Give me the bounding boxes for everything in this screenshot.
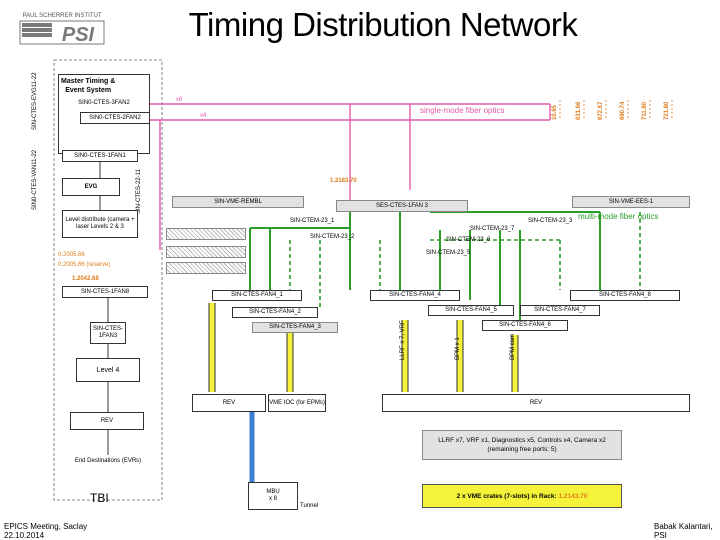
pos-label-3: 0.2005.66 (reserve): [58, 262, 111, 268]
box-fan2-b: SIN0-CTES-2FAN2: [80, 112, 150, 124]
master-line1: Master Timing &: [61, 78, 116, 85]
x8-label: x8: [176, 97, 183, 103]
box-level4: Level 4: [76, 358, 140, 382]
ctem-2: SIN-CTEM-23_2: [310, 234, 355, 240]
gray-panel-line2: (remaining free ports: 5): [487, 446, 557, 453]
footer-left-line1: EPICS Meeting, Saclay: [4, 522, 88, 531]
ctem-r1: SIN-CTEM-23_7: [470, 226, 515, 232]
pos-label-4: 1.2042.68: [72, 276, 99, 282]
box-ses-fan3: SES-CTES-1FAN 3: [336, 200, 468, 212]
ctem-3: SIN-CTEM-23_3: [528, 218, 573, 224]
mbu-label: MBU: [266, 489, 280, 495]
logo-mark: PSI: [62, 24, 95, 46]
llrf-label: LLRF x 7, VRF: [400, 320, 406, 360]
rotated-label-b: SIN0-CTES-VAN11-22: [32, 149, 38, 210]
box-rev-mid: REV: [192, 394, 266, 412]
box-fan-5: SIN-CTES-FAN4_5: [428, 305, 514, 316]
hatched-box-1: [166, 228, 246, 240]
ctem-r3: SIN-CTEM-23_5: [426, 250, 471, 256]
footer-right: Babak Kalantari, PSI: [654, 522, 713, 540]
rotated-label-a: SIN-CTES-EVG11-22: [32, 72, 38, 130]
crates-rack: 1.2143.70: [558, 492, 588, 500]
box-vme-ioc: VME IOC (for EPMs): [268, 394, 326, 412]
box-mbu: MBU x 8: [248, 482, 298, 510]
dist-6: 721.80: [664, 101, 670, 120]
hatched-box-2: [166, 246, 246, 258]
crates-box: 2 x VME crates (7-slots) in Rack: 1.2143…: [422, 484, 622, 508]
dist-4: 690.74: [620, 101, 626, 120]
ctem-1: SIN-CTEM-23_1: [290, 218, 335, 224]
tbi-label: TBI: [90, 491, 109, 505]
tunnel-label: Tunnel: [300, 503, 319, 509]
box-rev-left: REV: [70, 412, 144, 430]
box-fan-3: SIN-CTES-FAN4_3: [252, 322, 338, 333]
box-fan-7: SIN-CTES-FAN4_7: [520, 305, 600, 316]
dist-3: 672.67: [598, 101, 604, 120]
page-title: Timing Distribution Network: [188, 6, 578, 43]
logo-text: PAUL SCHERRER INSTITUT: [22, 13, 101, 19]
box-fan1: SIN0-CTES-1FAN1: [62, 150, 138, 162]
box-fan-2: SIN-CTES-FAN4_2: [232, 307, 318, 318]
x4-label: x4: [200, 113, 207, 119]
single-mode-label: single-mode fiber optics: [420, 106, 505, 115]
box-levels: Level distribute (camera + laser Levels …: [62, 210, 138, 238]
dist-1: 10.65: [552, 104, 558, 120]
box-fan3: SIN-CTES-1FAN3: [90, 322, 126, 344]
ctem-r2: SIN-CTEM-23_6: [446, 237, 491, 243]
hatched-box-3: [166, 262, 246, 274]
footer-left: EPICS Meeting, Saclay 22.10.2014: [4, 522, 87, 540]
footer-right-line2: PSI: [654, 531, 667, 540]
rotated-label-c: SIN-CTES-22-11: [136, 169, 142, 214]
box-fan2-top: SIN0-CTES-3FAN2: [78, 99, 130, 106]
pos-label-1: 1.2183.70: [330, 178, 357, 184]
box-fan-8: SIN-CTES-FAN4_8: [570, 290, 680, 301]
box-vmsm: SIN-VME-REMBL: [172, 196, 304, 208]
end-destinations-label: End Destinations (EVRs): [74, 458, 142, 464]
box-fanout-left: SIN-CTES-1FAN8: [62, 286, 148, 298]
box-fan-4: SIN-CTES-FAN4_4: [370, 290, 460, 301]
footer-right-line1: Babak Kalantari,: [654, 522, 713, 531]
dist-5: 711.80: [642, 101, 648, 120]
mbu-count: x 8: [268, 496, 277, 502]
box-fan-6: SIN-CTES-FAN4_6: [482, 320, 568, 331]
box-rev-right: REV: [382, 394, 690, 412]
gray-panel: LLRF x7, VRF x1, Diagnostics x5, Control…: [422, 430, 622, 460]
footer-left-line2: 22.10.2014: [4, 531, 45, 540]
box-vme-right: SIN-VME-EES-1: [572, 196, 690, 208]
crates-prefix: 2 x VME crates (7-slots) in Rack:: [456, 492, 557, 500]
gray-panel-line1: LLRF x7, VRF x1, Diagnostics x5, Control…: [438, 437, 606, 444]
bpm-label: BPM x 1: [455, 337, 461, 360]
box-evg: EVG: [62, 178, 120, 196]
psi-logo-icon: PAUL SCHERRER INSTITUT PSI: [19, 13, 105, 46]
master-line2: Event System: [65, 87, 112, 94]
multi-mode-label: multi-mode fiber optics: [578, 212, 659, 221]
pos-label-2: 0.2005.66: [58, 252, 85, 258]
dist-2: 631.66: [576, 101, 582, 120]
box-fan-1: SIN-CTES-FAN4_1: [212, 290, 302, 301]
cam-label: BPM cam: [510, 333, 516, 360]
